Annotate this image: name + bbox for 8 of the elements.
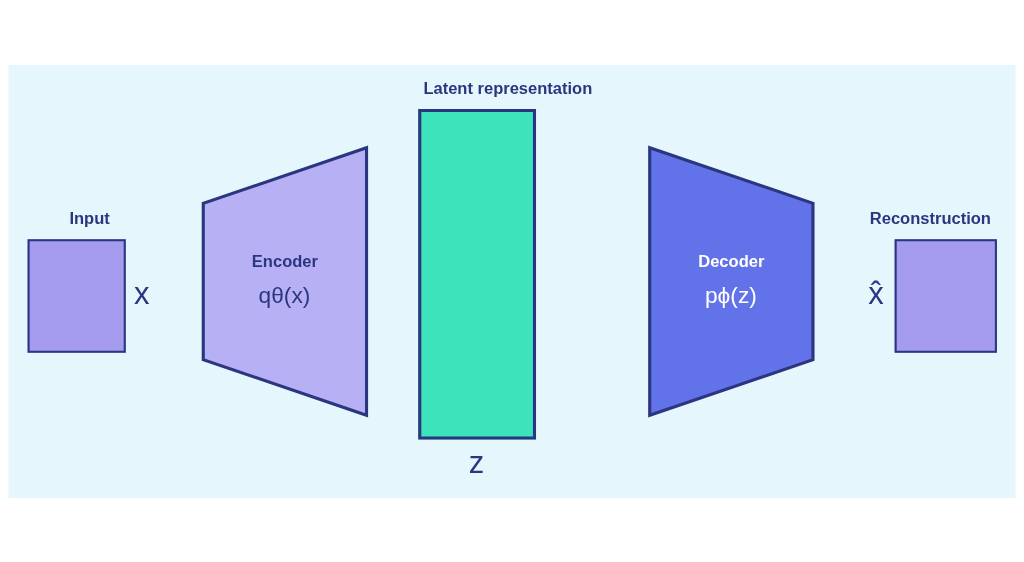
- node-box: Encoder qθ(x): [201, 145, 369, 417]
- node-label: Reconstruction: [869, 208, 991, 228]
- node-label: x̂: [868, 275, 884, 311]
- node-label: Latent representation: [423, 78, 593, 98]
- node-label: x: [134, 275, 150, 311]
- node-label: z: [468, 444, 485, 480]
- node-box: Decoder pϕ(z): [648, 145, 815, 417]
- node-label: Input: [69, 208, 110, 228]
